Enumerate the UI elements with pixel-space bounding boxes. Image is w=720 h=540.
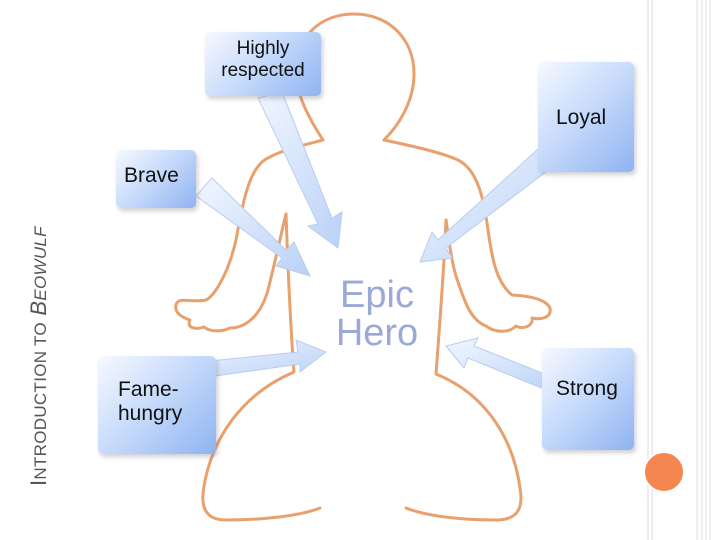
trait-box-strong: Strong (542, 348, 634, 450)
center-label: Epic Hero (312, 276, 442, 352)
trait-line: Loyal (556, 106, 607, 129)
accent-circle (643, 451, 685, 493)
trait-box-loyal: Loyal (538, 62, 634, 172)
center-label-line1: Epic (340, 274, 414, 316)
trait-box-highly-respected: Highly respected (205, 32, 321, 96)
center-label-line2: Hero (335, 312, 419, 354)
trait-line: respected (221, 60, 305, 81)
trait-line: Fame- (118, 378, 179, 401)
trait-line: hungry (118, 402, 183, 425)
arrow-strong (445, 337, 561, 395)
arrow-highly-respected (257, 91, 343, 249)
arrow-loyal (419, 139, 565, 263)
trait-line: Highly (236, 38, 290, 59)
trait-box-brave: Brave (116, 150, 196, 208)
trait-line: Strong (556, 377, 618, 400)
trait-box-fame-hungry: Fame- hungry (98, 356, 216, 454)
trait-line: Brave (124, 164, 179, 187)
arrow-brave (195, 177, 311, 277)
